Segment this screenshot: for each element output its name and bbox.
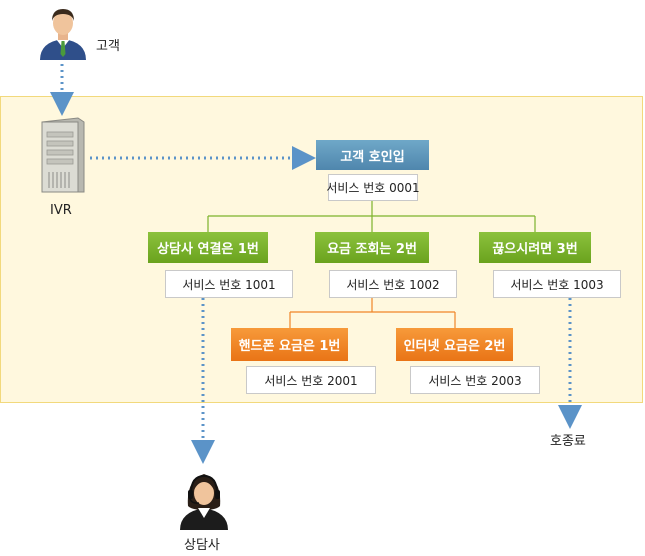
tree-lines-level1	[207, 201, 536, 232]
root-service-number: 서비스 번호 0001	[326, 174, 420, 201]
option-hangup-service: 서비스 번호 1003	[493, 270, 621, 298]
tree-lines-level2	[289, 297, 456, 328]
root-node-title: 고객 호인입	[316, 140, 429, 170]
ivr-label: IVR	[50, 203, 72, 218]
sub-option-internet-service: 서비스 번호 2003	[410, 366, 540, 394]
option-billing-service: 서비스 번호 1002	[329, 270, 457, 298]
customer-icon	[36, 6, 90, 60]
end-call-label: 호종료	[550, 434, 586, 449]
option-agent-service: 서비스 번호 1001	[165, 270, 293, 298]
sub-option-mobile-service: 서비스 번호 2001	[246, 366, 376, 394]
option-billing-title: 요금 조회는 2번	[315, 232, 429, 263]
sub-option-mobile-title: 핸드폰 요금은 1번	[231, 328, 348, 361]
option-agent-title: 상담사 연결은 1번	[148, 232, 268, 263]
sub-option-internet-title: 인터넷 요금은 2번	[396, 328, 513, 361]
customer-label: 고객	[96, 39, 120, 54]
option-hangup-title: 끊으시려면 3번	[479, 232, 591, 263]
server-icon	[38, 116, 86, 194]
agent-headset-icon	[176, 466, 232, 530]
agent-label: 상담사	[184, 538, 220, 553]
